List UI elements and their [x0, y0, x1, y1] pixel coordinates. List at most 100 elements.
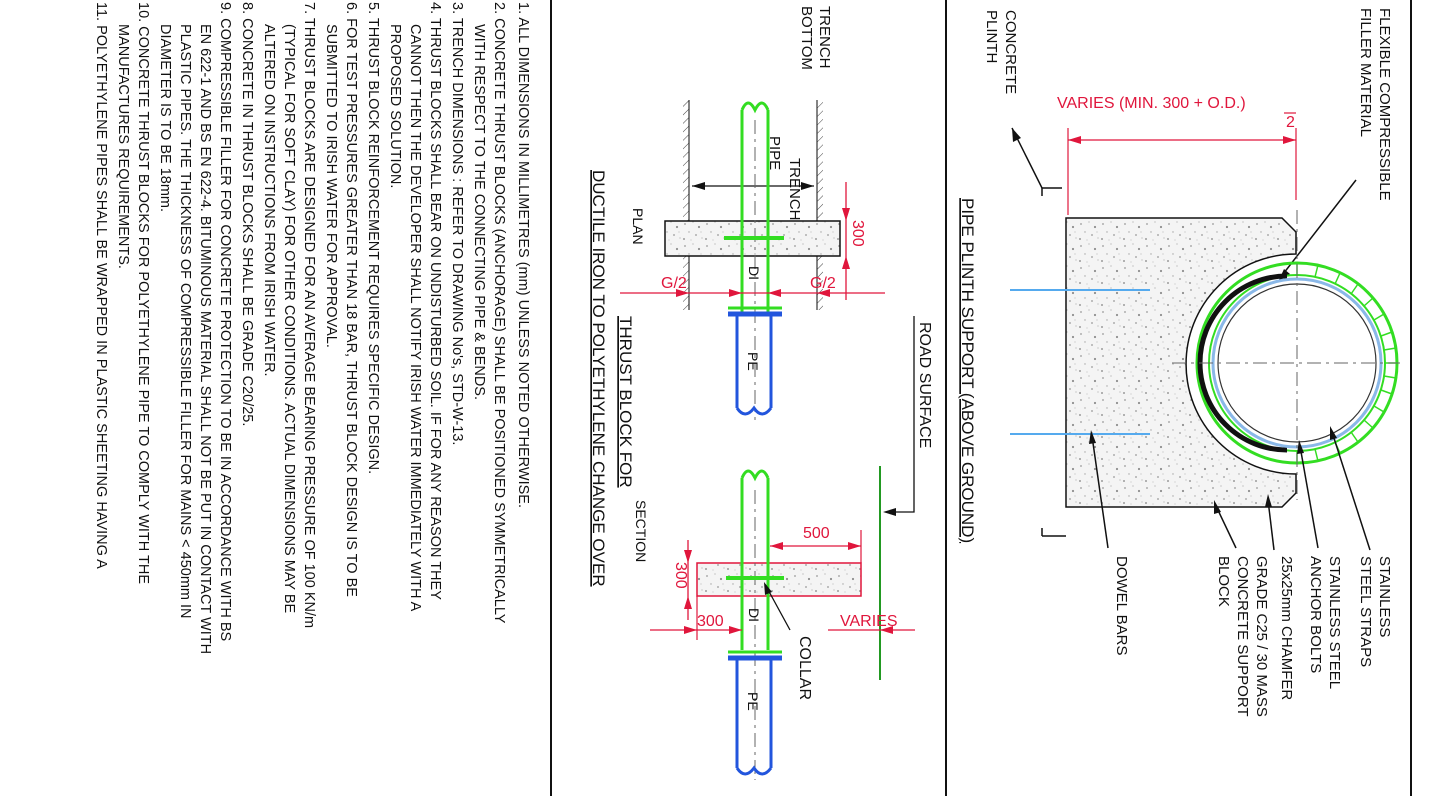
arrow-head	[842, 256, 850, 269]
grade-leader	[1215, 505, 1237, 549]
note-line: 7. THRUST BLOCKS ARE DESIGNED FOR AN AVE…	[301, 2, 317, 628]
pipe-break-symbol	[740, 469, 770, 482]
grade-label: BLOCK	[1215, 556, 1232, 607]
concrete-plinth-label: CONCRETE	[1002, 10, 1019, 94]
note-line: 8. CONCRETE IN THRUST BLOCKS SHALL BE GR…	[239, 2, 255, 426]
note-line: 3. TRENCH DIMENSIONS : REFER TO DRAWING …	[449, 2, 465, 445]
note-line: 2. CONCRETE THRUST BLOCKS (ANCHORAGE) SH…	[491, 2, 507, 624]
pipe-trench-label: TRENCH	[786, 158, 803, 221]
section-500-label: 500	[803, 525, 830, 542]
arrow-head	[768, 289, 781, 297]
dowel-label: DOWEL BARS	[1113, 556, 1130, 655]
note-line: (TYPICAL FOR SOFT CLAY) FOR OTHER CONDIT…	[281, 24, 297, 614]
arrow-head	[883, 508, 896, 516]
plinth-varies-label: VARIES (MIN. 300 + O.D.)	[1057, 95, 1246, 112]
arrow-head	[1330, 426, 1337, 440]
section-label: SECTION	[633, 500, 649, 562]
dowel-leader	[1091, 435, 1109, 549]
section-varies-label: VARIES	[840, 613, 898, 630]
arrow-head	[1283, 136, 1296, 144]
arrow-head	[1265, 494, 1272, 507]
arrow-head	[1297, 440, 1304, 454]
anchor-label: STAINLESS STEEL	[1326, 556, 1343, 689]
arrow-head	[848, 542, 861, 550]
plinth-title: PIPE PLINTH SUPPORT (ABOVE GROUND)	[958, 198, 977, 543]
note-line: 1. ALL DIMENSIONS IN MILLIMETRES (mm) UN…	[515, 2, 531, 508]
straps-label: STEEL STRAPS	[1357, 556, 1374, 667]
arrow-head	[684, 626, 697, 634]
trench-bottom-label: BOTTOM	[798, 6, 815, 70]
note-line: 11. POLYETHYLENE PIPES SHALL BE WRAPPED …	[93, 2, 109, 569]
plan-label: PLAN	[630, 208, 646, 245]
arrow-head	[729, 289, 742, 297]
road-surface-leader	[894, 316, 915, 513]
plan-g2-left: G/2	[661, 275, 687, 292]
section-300-label-horizontal: 300	[697, 613, 724, 630]
filler-label: FILLER MATERIAL	[1357, 8, 1374, 137]
straps-leader	[1331, 431, 1371, 551]
general-notes: 1. ALL DIMENSIONS IN MILLIMETRES (mm) UN…	[93, 2, 531, 654]
note-line: 9. COMPRESSIBLE FILLER FOR CONCRETE PROT…	[217, 2, 233, 641]
arrow-head	[764, 582, 772, 595]
note-line: CANNOT THEN THE DEVELOPER SHALL NOTIFY I…	[407, 24, 423, 612]
plan-di-label: DI	[746, 266, 762, 280]
trench-bottom-label: TRENCH	[816, 6, 833, 69]
arrow-head	[1068, 136, 1081, 144]
pipe-break-symbol	[735, 405, 773, 416]
arrow-head	[880, 626, 893, 634]
arrow-head	[1214, 500, 1221, 514]
arrow-head	[729, 626, 742, 634]
note-line: PROPOSED SOLUTION.	[387, 24, 403, 188]
anchor-label: ANCHOR BOLTS	[1307, 556, 1324, 673]
straps-label: STAINLESS	[1376, 556, 1393, 637]
concrete-plinth-label: PLINTH	[983, 10, 1000, 63]
thrust-title-line1: THRUST BLOCK FOR	[616, 316, 635, 488]
trench-wall-right	[817, 100, 823, 310]
section-300-label-vertical: 300	[672, 562, 689, 589]
arrow-head	[1089, 430, 1096, 444]
arrow-head	[692, 182, 705, 190]
note-line: 6. FOR TEST PRESSURES GREATER THAN 18 BA…	[343, 2, 359, 597]
grade-label: CONCRETE SUPPORT	[1234, 556, 1251, 717]
filler-label: FLEXIBLE COMPRESSIBLE	[1376, 8, 1393, 201]
anchor-leader	[1299, 445, 1319, 549]
pipe-break-symbol	[735, 765, 773, 776]
thrust-title-line2: DUCTILE IRON TO POLYETHYLENE CHANGE OVER	[589, 170, 608, 587]
arrow-head	[801, 182, 814, 190]
pipe-trench-label: PIPE	[766, 136, 783, 170]
note-line: 10. CONCRETE THRUST BLOCKS FOR POLYETHYL…	[135, 2, 151, 584]
chamfer-label: 25x25mm CHAMFER	[1278, 556, 1295, 700]
pipe-break-symbol	[740, 101, 770, 114]
note-line: EN 622-1 AND BS EN 622-4. BITUMINOUS MAT…	[197, 24, 213, 654]
section-di-label: DI	[746, 608, 762, 622]
arrow-head	[817, 289, 830, 297]
plan-300-label: 300	[849, 220, 866, 247]
arrow-head	[770, 542, 783, 550]
note-line: 4. THRUST BLOCKS SHALL BEAR ON UNDISTURB…	[427, 2, 443, 600]
arrow-head	[676, 289, 689, 297]
note-line: 5. THRUST BLOCK REINFORCEMENT REQUIRES S…	[365, 2, 381, 474]
road-surface-label: ROAD SURFACE	[916, 322, 933, 448]
plinth-varies-denominator: 2	[1286, 114, 1295, 131]
trench-wall-left	[683, 100, 689, 310]
pipe-plinth-detail: PIPE PLINTH SUPPORT (ABOVE GROUND) CONCR…	[958, 8, 1400, 717]
grade-label: GRADE C25 / 30 MASS	[1253, 556, 1270, 717]
collar-label: COLLAR	[796, 636, 813, 700]
plan-pe-label: PE	[745, 352, 761, 371]
chamfer-leader	[1267, 499, 1275, 551]
note-line: DIAMETER IS TO BE 18mm.	[157, 24, 173, 212]
note-line: SUBMITTED TO IRISH WATER FOR APPROVAL.	[323, 24, 339, 348]
section-pe-label: PE	[745, 692, 761, 711]
arrow-head	[684, 596, 692, 609]
note-line: ALTERED ON INSTRUCTIONS FROM IRISH WATER…	[261, 24, 277, 377]
arrow-head	[1012, 128, 1021, 142]
thrust-block-detail: THRUST BLOCK FOR DUCTILE IRON TO POLYETH…	[589, 6, 933, 780]
arrow-head	[684, 550, 692, 563]
plan-g2-right: G/2	[810, 275, 836, 292]
note-line: MANUFACTURES REQUIREMENTS.	[115, 24, 131, 269]
collar-leader	[765, 585, 791, 631]
arrow-head	[842, 208, 850, 221]
note-line: PLASTIC PIPES. THE THICKNESS OF COMPRESS…	[177, 24, 193, 619]
note-line: WITH RESPECT TO THE CONNECTING PIPE & BE…	[471, 24, 487, 400]
